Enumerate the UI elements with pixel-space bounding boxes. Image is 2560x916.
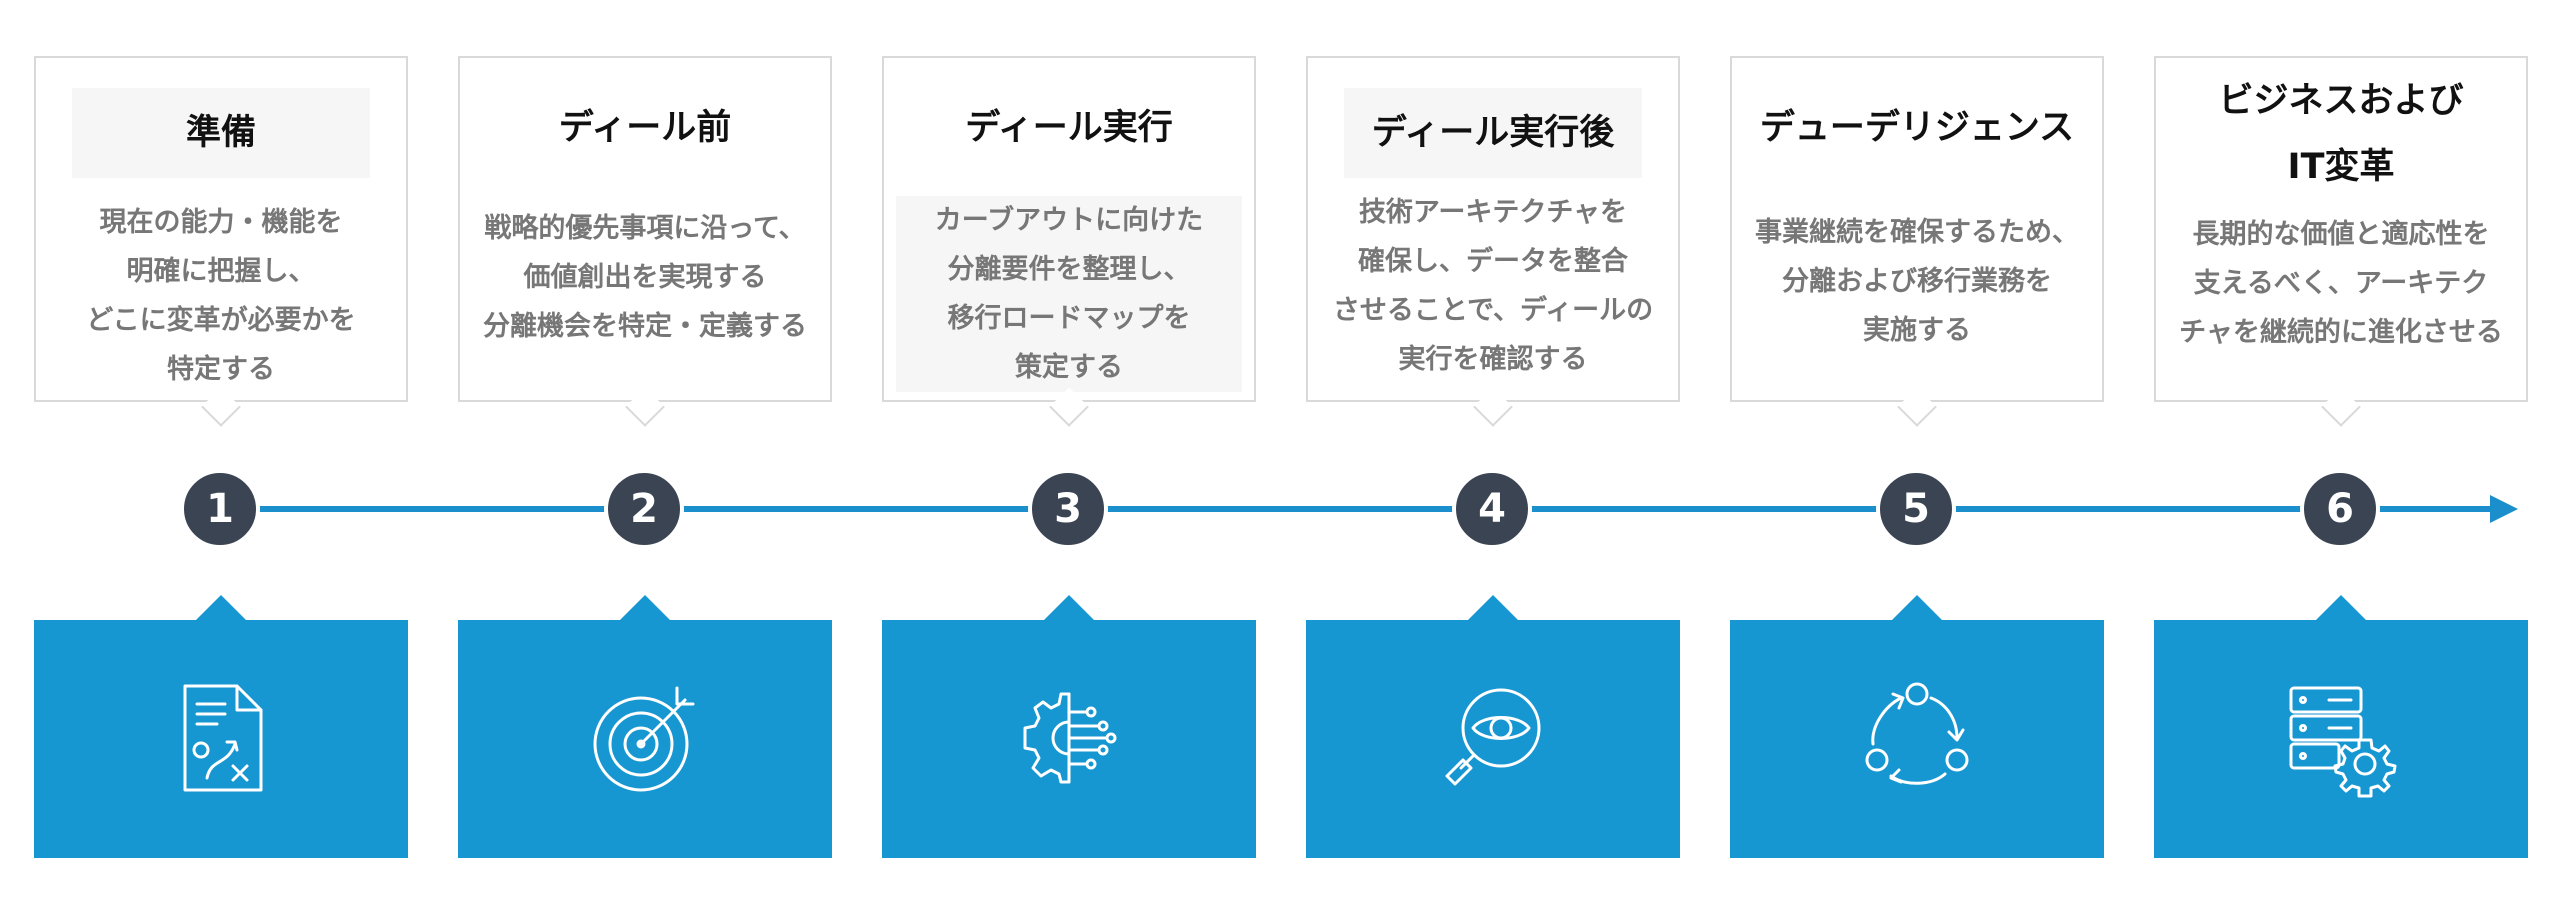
step-icon-panel-3 bbox=[882, 595, 1256, 858]
step-description-line: 戦略的優先事項に沿って、 bbox=[484, 213, 806, 244]
step-title-line: IT変革 bbox=[2287, 147, 2395, 187]
magnifier-eye-icon bbox=[1433, 678, 1553, 798]
step-title: ビジネスおよび IT変革 bbox=[2176, 68, 2506, 200]
gear-circuit-icon bbox=[1009, 678, 1129, 798]
step-title: ディール前 bbox=[480, 98, 810, 158]
card-pointer bbox=[2321, 387, 2361, 427]
step-number-1: 1 bbox=[180, 469, 260, 549]
card-pointer bbox=[1897, 387, 1937, 427]
panel-notch bbox=[2315, 595, 2367, 621]
document-strategy-icon bbox=[161, 678, 281, 798]
step-title-line: ディール実行後 bbox=[1371, 113, 1615, 153]
step-number-3: 3 bbox=[1028, 469, 1108, 549]
panel-notch bbox=[1891, 595, 1943, 621]
step-description-line: 策定する bbox=[1015, 352, 1123, 383]
step-card-3: ディール実行 カーブアウトに向けた 分離要件を整理し、 移行ロードマップを 策定… bbox=[882, 56, 1256, 427]
step-title-line: ディール前 bbox=[558, 108, 732, 148]
panel-notch bbox=[1043, 595, 1095, 621]
step-title: デューデリジェンス bbox=[1752, 98, 2082, 158]
card-pointer bbox=[1473, 387, 1513, 427]
panel-notch bbox=[619, 595, 671, 621]
step-description-line: 長期的な価値と適応性を bbox=[2192, 219, 2490, 250]
step-description-line: 実行を確認する bbox=[1398, 344, 1588, 375]
step-description-line: 分離要件を整理し、 bbox=[947, 254, 1191, 285]
step-description-line: 分離および移行業務を bbox=[1782, 266, 2052, 297]
step-card-6: ビジネスおよび IT変革 長期的な価値と適応性を 支えるべく、アーキテク チャを… bbox=[2154, 56, 2528, 427]
cycle-arrows-icon bbox=[1857, 678, 1977, 798]
step-description-line: 支えるべく、アーキテク bbox=[2193, 268, 2489, 299]
step-title-line: ディール実行 bbox=[965, 108, 1173, 148]
step-number-2: 2 bbox=[604, 469, 684, 549]
step-icon-panel-1 bbox=[34, 595, 408, 858]
card-pointer bbox=[1049, 387, 1089, 427]
panel-notch bbox=[195, 595, 247, 621]
step-number-6: 6 bbox=[2300, 469, 2380, 549]
step-icon-panel-4 bbox=[1306, 595, 1680, 858]
step-title: ディール実行後 bbox=[1344, 88, 1642, 178]
step-title-line: デューデリジェンス bbox=[1759, 108, 2075, 148]
step-title: 準備 bbox=[72, 88, 370, 178]
step-description-line: 明確に把握し、 bbox=[126, 256, 316, 287]
step-title-line: 準備 bbox=[185, 113, 256, 153]
card-pointer bbox=[625, 387, 665, 427]
timeline-line bbox=[220, 506, 2490, 512]
step-card-1: 準備 現在の能力・機能を 明確に把握し、 どこに変革が必要かを 特定する bbox=[34, 56, 408, 427]
step-description: カーブアウトに向けた 分離要件を整理し、 移行ロードマップを 策定する bbox=[896, 196, 1242, 392]
step-description-line: させることで、ディールの bbox=[1332, 295, 1654, 326]
step-description-line: チャを継続的に進化させる bbox=[2179, 317, 2503, 348]
step-title-line: ビジネスおよび bbox=[2218, 81, 2464, 121]
step-card-5: デューデリジェンス 事業継続を確保するため、 分離および移行業務を 実施する bbox=[1730, 56, 2104, 427]
step-card-4: ディール実行後 技術アーキテクチャを 確保し、データを整合 させることで、ディー… bbox=[1306, 56, 1680, 427]
step-description-line: どこに変革が必要かを bbox=[86, 305, 356, 336]
step-description-line: 技術アーキテクチャを bbox=[1358, 197, 1628, 228]
step-description-line: 特定する bbox=[167, 354, 275, 385]
step-number-5: 5 bbox=[1876, 469, 1956, 549]
step-number-4: 4 bbox=[1452, 469, 1532, 549]
step-description: 現在の能力・機能を 明確に把握し、 どこに変革が必要かを 特定する bbox=[42, 198, 400, 394]
step-description: 事業継続を確保するため、 分離および移行業務を 実施する bbox=[1738, 208, 2096, 355]
step-description-line: 事業継続を確保するため、 bbox=[1755, 217, 2079, 248]
step-description-line: カーブアウトに向けた bbox=[934, 205, 1204, 236]
timeline-arrow-icon bbox=[2490, 495, 2518, 523]
step-description-line: 価値創出を実現する bbox=[523, 262, 767, 293]
step-description-line: 確保し、データを整合 bbox=[1358, 246, 1628, 277]
step-description: 戦略的優先事項に沿って、 価値創出を実現する 分離機会を特定・定義する bbox=[466, 204, 824, 351]
step-description: 長期的な価値と適応性を 支えるべく、アーキテク チャを継続的に進化させる bbox=[2162, 210, 2520, 357]
step-description-line: 現在の能力・機能を bbox=[99, 207, 343, 238]
step-card-2: ディール前 戦略的優先事項に沿って、 価値創出を実現する 分離機会を特定・定義す… bbox=[458, 56, 832, 427]
server-gear-icon bbox=[2281, 678, 2401, 798]
step-description: 技術アーキテクチャを 確保し、データを整合 させることで、ディールの 実行を確認… bbox=[1314, 188, 1672, 384]
step-title: ディール実行 bbox=[904, 98, 1234, 158]
step-description-line: 分離機会を特定・定義する bbox=[483, 311, 807, 342]
step-description-line: 移行ロードマップを bbox=[947, 303, 1191, 334]
step-icon-panel-5 bbox=[1730, 595, 2104, 858]
step-icon-panel-6 bbox=[2154, 595, 2528, 858]
step-icon-panel-2 bbox=[458, 595, 832, 858]
panel-notch bbox=[1467, 595, 1519, 621]
target-icon bbox=[585, 678, 705, 798]
step-description-line: 実施する bbox=[1863, 315, 1971, 346]
